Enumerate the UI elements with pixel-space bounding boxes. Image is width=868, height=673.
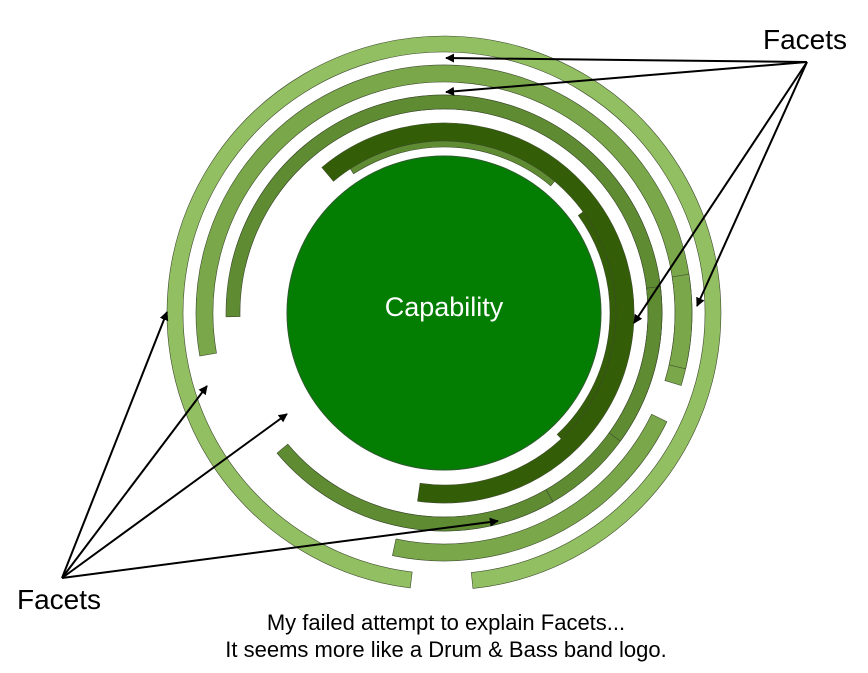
inner-ring-segment-left-bottom: [321, 122, 635, 504]
capability-core-circle: [286, 155, 602, 471]
arrow-bottom-to-third-ring-left: [61, 385, 208, 579]
arrow-top-to-second-ring: [445, 61, 808, 96]
caption-line-2: It seems more like a Drum & Bass band lo…: [225, 637, 667, 662]
second-ring-segment-lower: [392, 413, 668, 562]
caption-line-1: My failed attempt to explain Facets...: [266, 610, 626, 635]
arrow-bottom-to-third-ring-lower: [61, 517, 499, 579]
facet-rings: [166, 35, 722, 589]
second-ring-segment-right: [668, 273, 693, 370]
facets-label-bottom: Facets: [17, 584, 102, 615]
arrow-top-to-inner-ring-right: [633, 61, 808, 324]
arrow-bottom-to-inner-ring-left: [61, 413, 288, 579]
caption: My failed attempt to explain Facets... I…: [0, 609, 868, 663]
callout-arrows: [61, 53, 808, 579]
outer-ring-segment-main: [166, 35, 722, 589]
arrow-top-to-second-ring-right: [696, 61, 808, 307]
third-ring-segment-right: [608, 286, 663, 442]
arrow-bottom-to-outer-ring-left: [61, 311, 169, 579]
third-ring-segment-lower: [276, 443, 554, 532]
second-ring-segment-upper: [195, 64, 693, 386]
capability-label: Capability: [384, 292, 504, 322]
facets-label-top: Facets: [763, 24, 848, 55]
arrow-top-to-outer-ring: [445, 53, 808, 63]
